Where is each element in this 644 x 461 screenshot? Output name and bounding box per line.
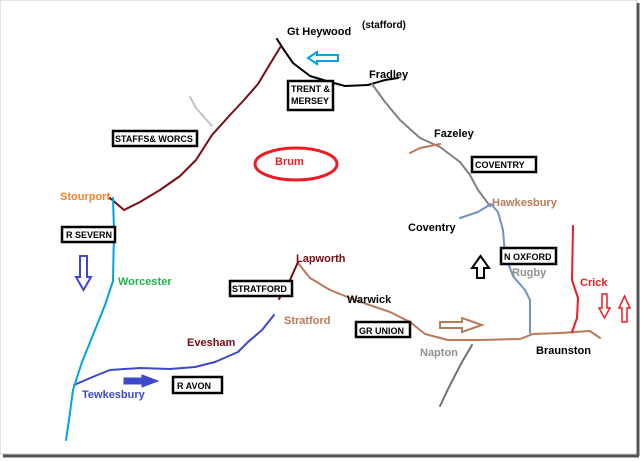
place-stratford: Stratford — [284, 315, 330, 327]
river-avon-line — [73, 314, 275, 386]
napton-branch-line — [439, 344, 473, 407]
place-stourport: Stourport — [60, 191, 110, 203]
oxford-canal-line — [459, 203, 531, 334]
coventry-canal-line — [371, 83, 491, 207]
place-warwick: Warwick — [347, 294, 392, 306]
r-avon-box — [171, 375, 224, 395]
place-hawkesbury: Hawkesbury — [492, 197, 558, 209]
arrow-right-icon — [439, 316, 486, 334]
n-oxford-box — [499, 246, 558, 266]
coventry-canal-label: COVENTRY — [475, 160, 525, 170]
place-napton: Napton — [420, 347, 458, 359]
stratford-canal-label: STRATFORD — [232, 284, 287, 294]
arrow-left-icon — [306, 50, 339, 66]
place-tewkesbury: Tewkesbury — [82, 389, 146, 401]
brum-ellipse — [253, 146, 339, 182]
place-evesham: Evesham — [187, 337, 236, 349]
r-severn-label: R SEVERN — [66, 230, 112, 240]
arrow-down-icon — [74, 255, 93, 293]
arrow-up-icon — [470, 254, 491, 279]
r-avon-label: R AVON — [177, 381, 211, 391]
arrow-up-icon — [617, 294, 632, 323]
staffs-worcs-canal-line — [109, 45, 282, 211]
gr-union-label: GR UNION — [359, 326, 404, 336]
place-fradley: Fradley — [369, 69, 409, 81]
arrow-right-icon — [123, 374, 160, 388]
coventry-canal-box — [470, 155, 538, 174]
n-oxford-label: N OXFORD — [504, 252, 552, 262]
trent-mersey-label: MERSEY — [291, 96, 329, 106]
place-crick: Crick — [580, 277, 608, 289]
place-worcester: Worcester — [118, 276, 172, 288]
place-brum: Brum — [275, 156, 304, 168]
stratford-canal-box — [228, 279, 294, 298]
river-severn-line — [65, 197, 115, 441]
place-braunston: Braunston — [536, 345, 591, 357]
trent-mersey-box — [286, 79, 335, 112]
gr-union-canal-line — [297, 262, 601, 341]
fazeley-branch-line — [409, 143, 441, 154]
place-fazeley: Fazeley — [434, 128, 475, 140]
staffs-worcs-label: STAFFS& WORCS — [115, 134, 193, 144]
arrow-down-icon — [597, 293, 612, 320]
crick-line — [571, 225, 579, 333]
gr-union-box — [354, 320, 412, 339]
place-stafford-note: (stafford) — [362, 20, 406, 31]
trent-mersey-label: TRENT & — [291, 84, 330, 94]
place-gt-heywood: Gt Heywood — [287, 26, 351, 38]
place-lapworth: Lapworth — [296, 253, 346, 265]
r-severn-box — [60, 225, 117, 244]
staffs-worcs-box — [111, 129, 199, 148]
place-coventry: Coventry — [408, 222, 457, 234]
side-branch-line — [189, 96, 213, 127]
place-rugby: Rugby — [512, 267, 547, 279]
